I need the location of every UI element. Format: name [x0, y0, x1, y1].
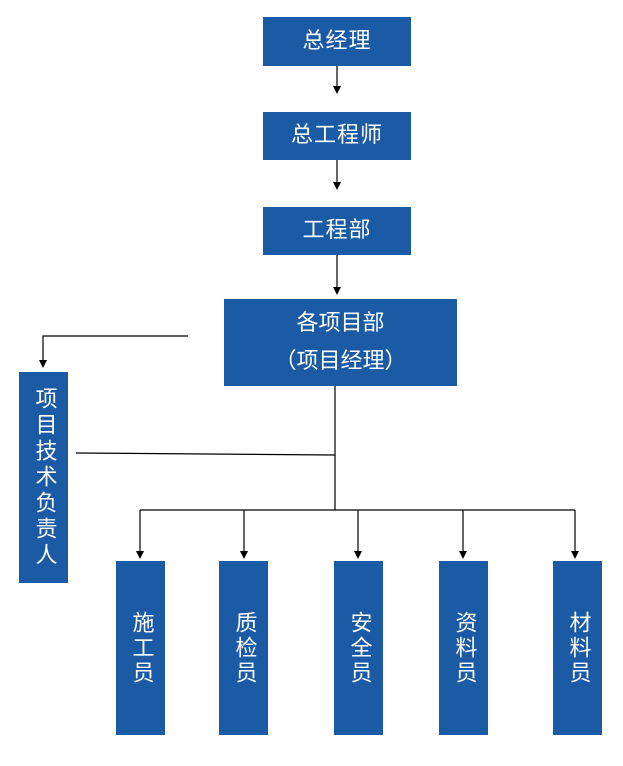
staff-box-materials: 材料员: [553, 561, 602, 735]
staff-label-construction: 施工员: [128, 610, 154, 686]
general-manager-label: 总经理: [302, 28, 372, 54]
staff-label-materials: 材料员: [565, 610, 591, 686]
techlead-link-line: [75, 452, 336, 456]
engineering-dept-box: 工程部: [263, 207, 411, 255]
chief-engineer-label: 总工程师: [290, 123, 383, 148]
staff-box-safety: 安全员: [334, 561, 383, 735]
staff-label-documents: 资料员: [451, 610, 477, 686]
staff-label-safety: 安全员: [346, 610, 372, 686]
technical-lead-box: 项目技术负责人: [19, 372, 68, 583]
staff-box-quality: 质检员: [219, 561, 268, 735]
chief-engineer-box: 总工程师: [263, 112, 411, 160]
arrow-project-to-techlead: [39, 335, 188, 368]
staff-label-quality: 质检员: [231, 610, 257, 686]
general-manager-box: 总经理: [263, 17, 411, 66]
technical-lead-label: 项目技术负责人: [31, 386, 57, 569]
project-dept-box: 各项目部 （项目经理）: [224, 299, 457, 386]
staff-box-documents: 资料员: [439, 561, 488, 735]
staff-box-construction: 施工员: [116, 561, 165, 735]
project-dept-label: 各项目部: [296, 310, 385, 336]
project-manager-label: （项目经理）: [274, 348, 407, 374]
engineering-dept-label: 工程部: [302, 218, 372, 243]
